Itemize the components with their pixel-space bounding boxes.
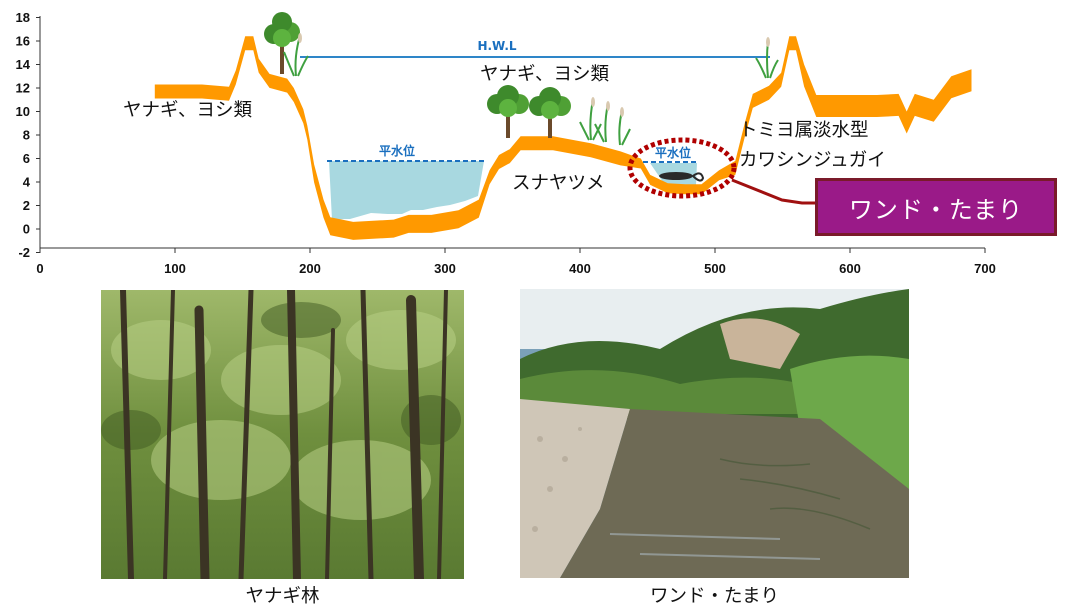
x-tick-label: 200 (299, 261, 321, 276)
wando-label-box: ワンド・たまり (815, 178, 1057, 236)
label-kawashinju: カワシンジュガイ (739, 150, 886, 171)
normal-water-label-left: 平水位 (379, 143, 415, 158)
river-cross-section-diagram: 18 16 14 12 10 8 6 4 2 0 -2 0 100 200 300 400 500 600 700… (16, 10, 996, 276)
x-tick-label: 0 (36, 261, 43, 276)
y-tick-label: 12 (16, 81, 30, 96)
tree-icon (264, 12, 300, 74)
y-tick-label: 4 (23, 175, 31, 190)
hwl-label: H.W.L (477, 39, 516, 53)
y-axis-ticks: 18 16 14 12 10 8 6 4 2 0 -2 (16, 10, 40, 260)
y-tick-label: 6 (23, 151, 30, 166)
label-yanagi-yoshi-left: ヤナギ、ヨシ類 (123, 100, 252, 121)
x-tick-label: 300 (434, 261, 456, 276)
reed-icon (755, 37, 779, 79)
x-tick-label: 500 (704, 261, 726, 276)
label-yanagi-yoshi-top: ヤナギ、ヨシ類 (480, 64, 609, 85)
caption-wando-pool: ワンド・たまり (650, 586, 779, 607)
y-tick-label: 2 (23, 198, 30, 213)
y-tick-label: 18 (16, 10, 30, 25)
wando-highlight-ellipse (627, 137, 737, 199)
willow-forest-photo (101, 290, 464, 579)
x-tick-label: 600 (839, 261, 861, 276)
wando-connector-line (731, 178, 815, 205)
caption-willow-forest: ヤナギ林 (245, 586, 320, 607)
x-tick-label: 100 (164, 261, 186, 276)
y-tick-label: 0 (23, 222, 30, 237)
x-tick-label: 400 (569, 261, 591, 276)
x-axis-ticks: 0 100 200 300 400 500 600 700 (36, 248, 996, 276)
fish-icon (659, 172, 705, 182)
label-tomiyo: トミヨ属淡水型 (739, 120, 869, 141)
y-tick-label: 16 (16, 34, 30, 49)
wando-pool-photo (520, 289, 909, 578)
y-tick-label: 10 (16, 104, 30, 119)
label-sunayatsume: スナヤツメ (512, 173, 605, 194)
reed-icon (283, 33, 309, 77)
riverbed-terrain (154, 36, 972, 240)
river-water (329, 161, 484, 220)
tree-icon (487, 85, 529, 138)
x-tick-label: 700 (974, 261, 996, 276)
y-tick-label: -2 (18, 245, 30, 260)
y-tick-label: 8 (23, 128, 30, 143)
tree-icon (529, 87, 571, 138)
normal-water-label-right: 平水位 (655, 145, 691, 160)
y-tick-label: 14 (16, 57, 31, 72)
reed-icon (579, 97, 631, 146)
